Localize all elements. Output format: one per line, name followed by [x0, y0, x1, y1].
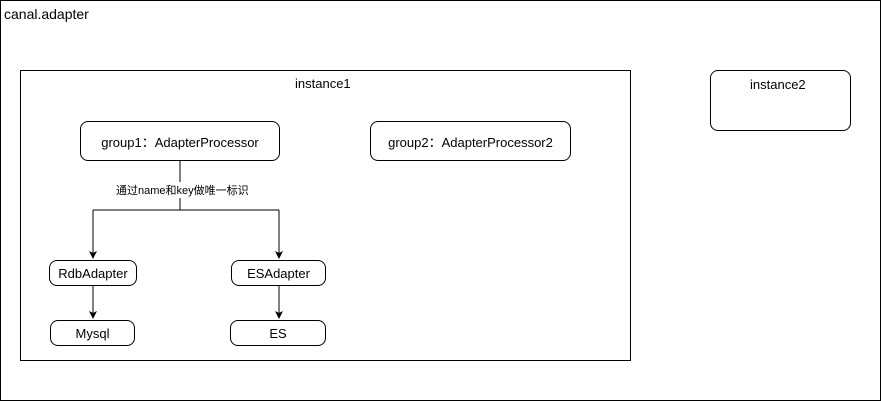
- rdbadapter-box: RdbAdapter: [49, 260, 137, 286]
- instance1-title: instance1: [295, 76, 351, 91]
- es-box: ES: [230, 320, 326, 346]
- instance1-container: [20, 70, 631, 361]
- esadapter-box: ESAdapter: [231, 260, 326, 286]
- canal-adapter-title: canal.adapter: [4, 6, 89, 22]
- edge-label: 通过name和key做唯一标识: [115, 182, 250, 198]
- instance2-title: instance2: [750, 77, 806, 92]
- mysql-box: Mysql: [50, 320, 135, 346]
- group1-box: group1：AdapterProcessor: [80, 121, 280, 161]
- instance2-box: [710, 70, 851, 131]
- group2-box: group2：AdapterProcessor2: [370, 121, 571, 161]
